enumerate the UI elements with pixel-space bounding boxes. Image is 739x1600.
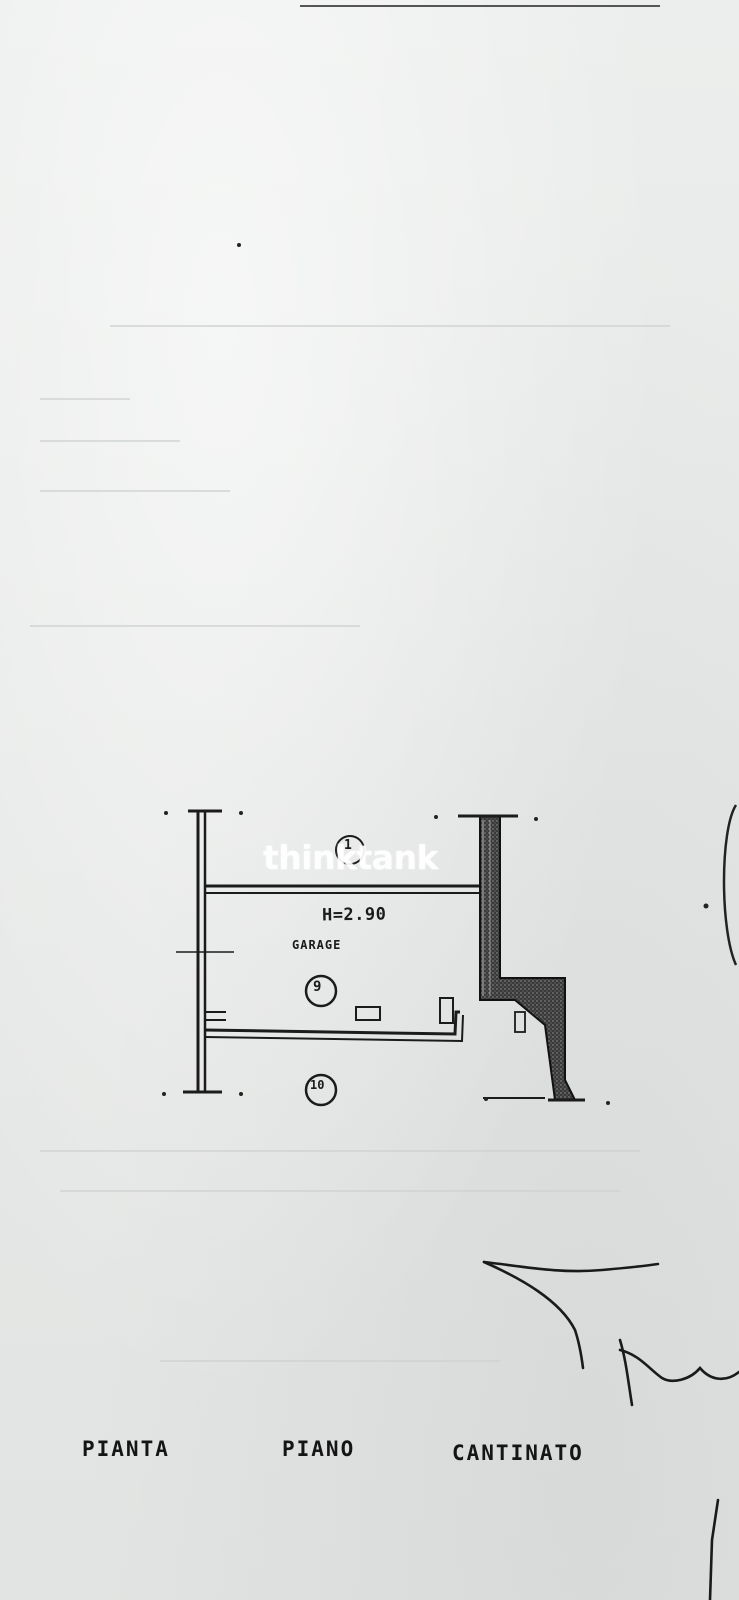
bleed-through-line bbox=[40, 440, 180, 442]
bleed-through-line bbox=[160, 1360, 500, 1362]
fixture-box bbox=[355, 1006, 381, 1021]
caption-word-pianta: PIANTA bbox=[82, 1437, 170, 1461]
room-name-label: GARAGE bbox=[292, 938, 342, 952]
caption-word-cantinato: CANTINATO bbox=[452, 1441, 584, 1465]
bottom-wall bbox=[204, 1010, 464, 1043]
top-room-number-label: 1 bbox=[344, 838, 352, 853]
left-wall bbox=[176, 809, 234, 1094]
bleed-through-line bbox=[30, 625, 360, 627]
bleed-through-line bbox=[60, 1190, 620, 1192]
room-height-label: H=2.90 bbox=[321, 904, 387, 926]
bleed-through-line bbox=[40, 490, 230, 492]
watermark-logo: thinktank bbox=[263, 838, 439, 877]
handwritten-signature bbox=[482, 1260, 739, 1600]
dimension-ticks bbox=[162, 243, 709, 1105]
bleed-through-line bbox=[40, 1150, 640, 1152]
caption-word-piano: PIANO bbox=[282, 1437, 356, 1461]
adjacent-number-circle bbox=[304, 1073, 338, 1107]
room-number-label: 9 bbox=[313, 979, 322, 995]
adjacent-room-number-label: 10 bbox=[310, 1078, 325, 1092]
top-wall bbox=[205, 884, 480, 894]
top-number-circle bbox=[335, 835, 365, 865]
bleed-through-line bbox=[40, 398, 130, 400]
margin-pen-mark bbox=[722, 804, 738, 966]
bleed-through-line bbox=[110, 325, 670, 327]
fixture-column bbox=[439, 997, 454, 1024]
room-number-circle bbox=[304, 974, 338, 1008]
right-hatched-wall bbox=[479, 815, 577, 1101]
